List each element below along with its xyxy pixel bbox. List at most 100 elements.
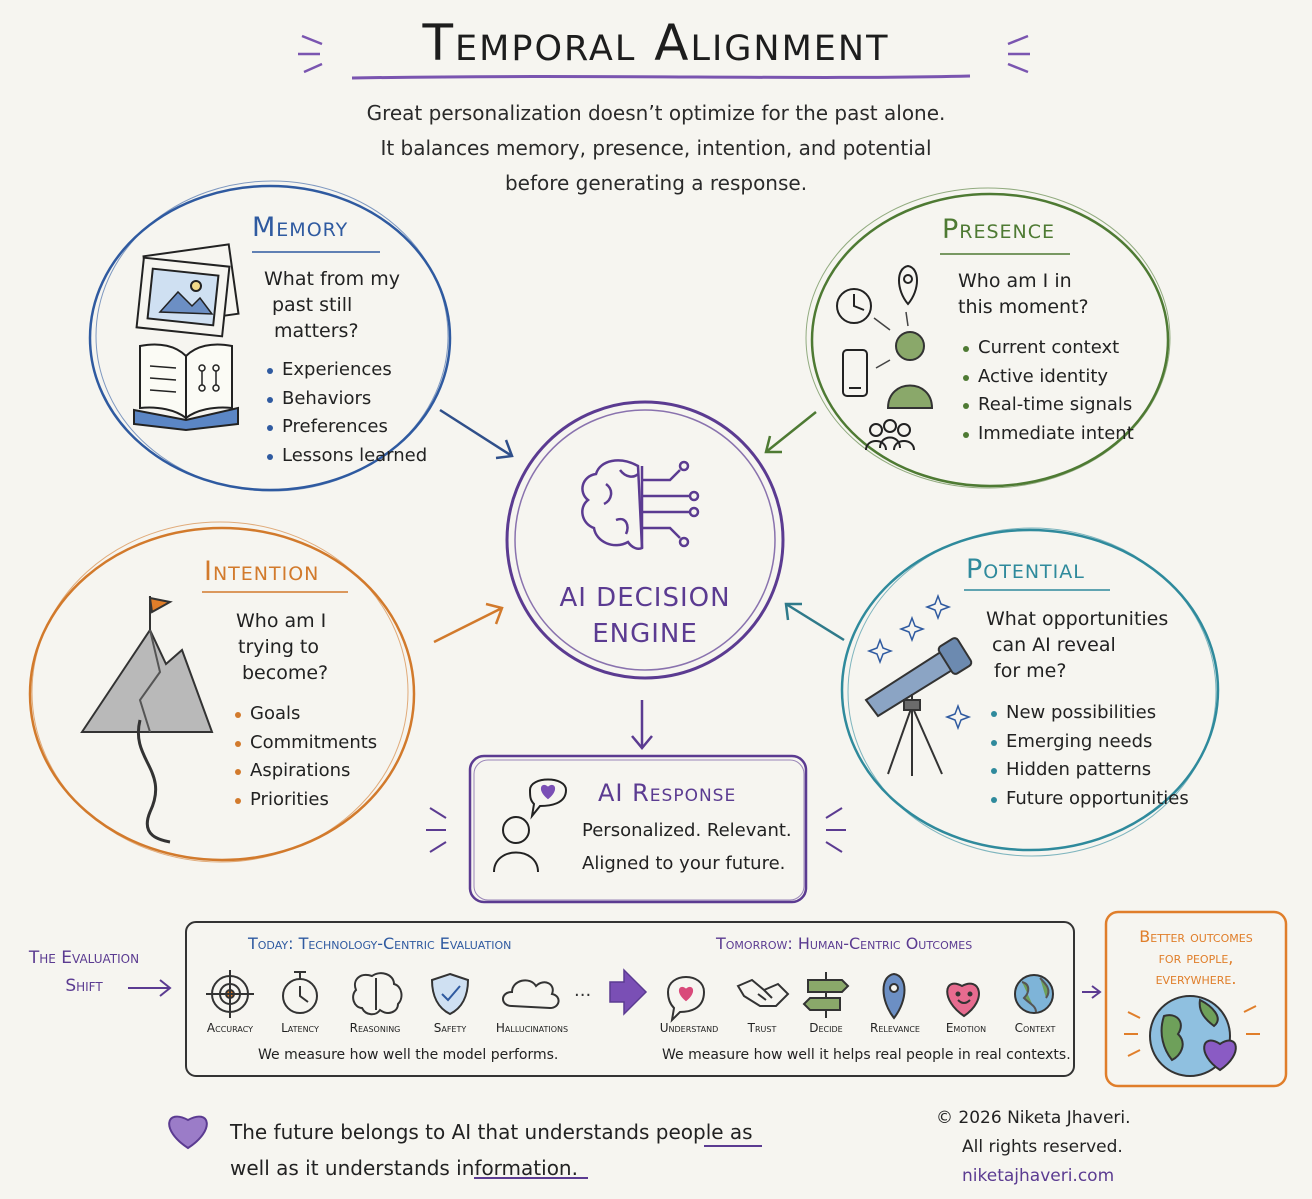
shift-arrow [128, 979, 172, 997]
footer-line: The future belongs to AI that understand… [230, 1120, 753, 1144]
mountain-flag-icon [80, 596, 214, 844]
list-item: Preferences [264, 413, 427, 442]
footer-line: well as it understands information. [230, 1156, 578, 1180]
outcome-label: Emotion [945, 1021, 987, 1035]
list-item: Emerging needs [988, 728, 1189, 757]
question-line: become? [242, 662, 329, 684]
potential-circle [840, 527, 1220, 857]
metric-label: Reasoning [349, 1021, 401, 1035]
location-pin-icon [898, 264, 918, 306]
open-book-icon [133, 343, 239, 432]
question-line: past still [272, 294, 353, 316]
outcome-text: Better outcomes for people, everywhere. [1108, 926, 1284, 989]
today-title: Today: Technology-Centric Evaluation [248, 934, 512, 953]
outcome-line: everywhere. [1155, 969, 1237, 988]
engine-line: ENGINE [592, 619, 698, 649]
title-accent-left [298, 34, 323, 74]
shift-label-line: Shift [65, 976, 103, 996]
memory-list: Experiences Behaviors Preferences Lesson… [264, 356, 427, 470]
photo-frames-icon [135, 243, 240, 338]
engine-down-arrow [631, 700, 653, 750]
smiling-heart-icon [946, 982, 980, 1018]
presence-list: Current context Active identity Real-tim… [960, 334, 1134, 448]
metric-label: Latency [281, 1021, 319, 1035]
engine-line: AI DECISION [559, 583, 731, 613]
heart-bubble-icon [666, 976, 706, 1023]
brain-circuit-icon [581, 459, 700, 550]
handshake-icon [736, 978, 790, 1007]
clock-icon [836, 288, 872, 324]
location-pin-icon [882, 972, 906, 1020]
presence-circle [805, 187, 1171, 489]
shift-label-line: The Evaluation [28, 948, 140, 968]
list-item: Hidden patterns [988, 756, 1189, 785]
cloud-icon [502, 979, 560, 1010]
intention-arrow [433, 602, 504, 644]
response-line: Personalized. Relevant. [582, 820, 792, 841]
memory-question: What from my past still matters? [264, 266, 400, 344]
list-item: Experiences [264, 356, 427, 385]
subtitle-line: before generating a response. [504, 171, 808, 195]
metric-label: Hallucinations [495, 1021, 569, 1035]
tomorrow-title: Tomorrow: Human-Centric Outcomes [716, 934, 973, 953]
outcome-label: Understand [659, 1021, 719, 1035]
question-line: matters? [274, 320, 359, 342]
phone-icon [842, 349, 868, 397]
list-item: Future opportunities [988, 785, 1189, 814]
people-word: people [655, 1120, 724, 1144]
website-link[interactable]: niketajhaveri.com [962, 1166, 1115, 1186]
stopwatch-icon [282, 971, 318, 1014]
tomorrow-caption: We measure how well it helps real people… [662, 1047, 1071, 1063]
list-item: Immediate intent [960, 420, 1134, 449]
presence-heading: Presence [942, 214, 1056, 245]
outcome-label: Trust [747, 1021, 777, 1035]
heart-icon [168, 1115, 208, 1150]
question-line: trying to [238, 636, 320, 658]
shift-label: The Evaluation Shift [14, 944, 154, 1000]
group-icon [865, 419, 915, 451]
memory-circle [88, 180, 452, 492]
copyright: © 2026 Niketa Jhaveri. All rights reserv… [936, 1104, 1131, 1191]
engine-label: AI DECISION ENGINE [520, 580, 770, 652]
question-line: Who am I [236, 610, 327, 632]
shield-check-icon [430, 972, 470, 1016]
today-caption: We measure how well the model performs. [258, 1047, 559, 1063]
memory-arrow [439, 408, 514, 460]
telescope-icon [864, 637, 973, 776]
potential-arrow [784, 602, 845, 642]
question-line: for me? [994, 660, 1067, 682]
information-word: information [456, 1156, 572, 1180]
ellipsis: ... [574, 980, 592, 1001]
globe-icon [1014, 974, 1054, 1014]
potential-list: New possibilities Emerging needs Hidden … [988, 699, 1189, 813]
list-item: Priorities [232, 786, 377, 815]
presence-arrow [764, 411, 817, 454]
list-item: Lessons learned [264, 442, 427, 471]
question-line: Who am I in [958, 270, 1072, 292]
intention-circle [28, 521, 416, 863]
memory-heading: Memory [252, 212, 349, 243]
transition-arrow [609, 968, 648, 1016]
outcome-label: Context [1014, 1021, 1056, 1035]
subtitle: Great personalization doesn’t optimize f… [250, 96, 1062, 201]
outcome-label: Relevance [870, 1021, 920, 1035]
evaluation-box [185, 921, 1075, 1077]
intention-heading: Intention [204, 556, 320, 587]
globe-heart-icon [1149, 995, 1237, 1077]
question-line: What opportunities [986, 608, 1169, 630]
presence-question: Who am I in this moment? [958, 268, 1089, 320]
engine-circle [505, 400, 785, 680]
outcome-line: for people, [1158, 948, 1234, 967]
metric-label: Accuracy [206, 1021, 254, 1035]
question-line: can AI reveal [992, 634, 1116, 656]
subtitle-line: It balances memory, presence, intention,… [380, 136, 932, 160]
list-item: New possibilities [988, 699, 1189, 728]
outcome-line: Better outcomes [1139, 927, 1253, 946]
person-heart-bubble-icon [493, 778, 568, 873]
presence-connectors [873, 311, 909, 369]
outcome-accents [1124, 1005, 1260, 1057]
metric-label: Safety [433, 1021, 467, 1035]
list-item: Active identity [960, 363, 1134, 392]
question-line: What from my [264, 268, 400, 290]
